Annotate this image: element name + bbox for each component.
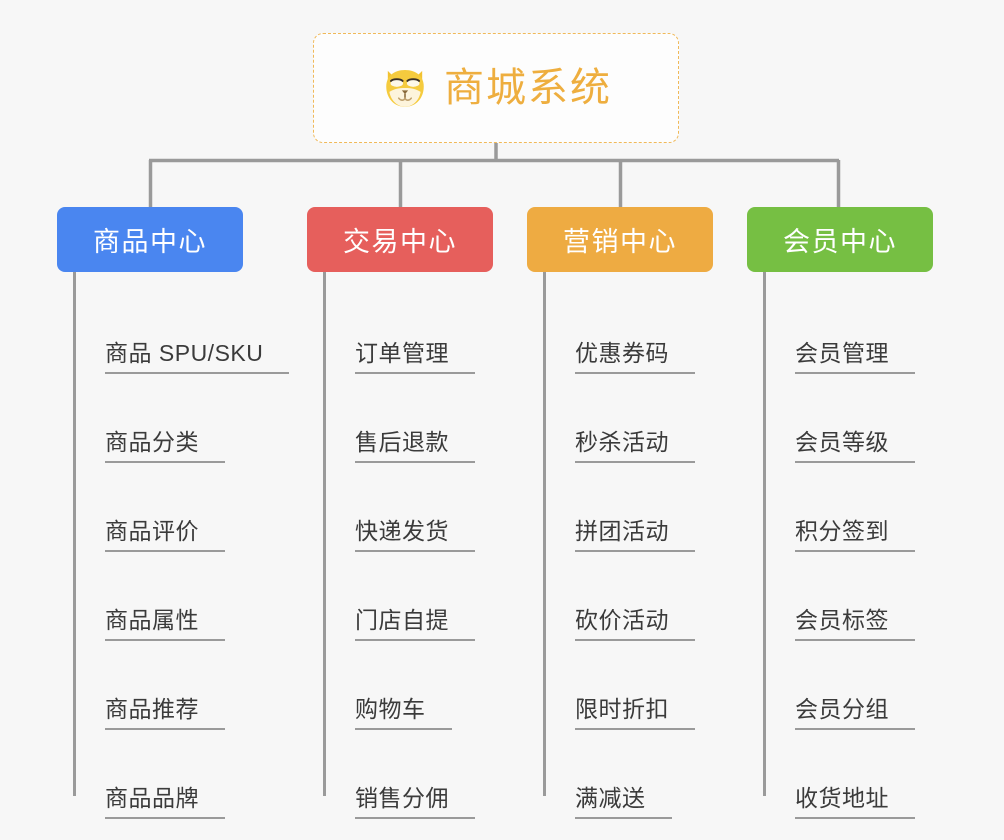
leaf-item[interactable]: 商品 SPU/SKU <box>73 285 290 374</box>
leaf-item-label: 商品推荐 <box>105 696 225 730</box>
leaf-item[interactable]: 商品属性 <box>73 552 277 641</box>
leaf-item-label: 购物车 <box>355 696 452 730</box>
category-header-label-1: 交易中心 <box>343 227 457 257</box>
leaf-item-label: 会员等级 <box>795 429 915 463</box>
leaf-item[interactable]: 商品评价 <box>73 463 277 552</box>
leaf-list-2: 优惠券码 秒杀活动 拼团活动 砍价活动 限时折扣 满减送 <box>543 285 747 819</box>
leaf-item-label: 收货地址 <box>795 785 915 819</box>
leaf-item[interactable]: 优惠券码 <box>543 285 747 374</box>
leaf-item[interactable]: 订单管理 <box>323 285 527 374</box>
root-node[interactable]: 商城系统 <box>313 33 679 143</box>
leaf-list-1: 订单管理 售后退款 快递发货 门店自提 购物车 销售分佣 <box>323 285 527 819</box>
leaf-item[interactable]: 限时折扣 <box>543 641 747 730</box>
category-header-3[interactable]: 会员中心 <box>747 207 933 272</box>
leaf-item-label: 限时折扣 <box>575 696 695 730</box>
leaf-item-label: 商品 SPU/SKU <box>105 340 290 374</box>
category-header-2[interactable]: 营销中心 <box>527 207 713 272</box>
leaf-item[interactable]: 会员等级 <box>763 374 967 463</box>
leaf-item-label: 会员标签 <box>795 607 915 641</box>
category-header-label-3: 会员中心 <box>783 227 897 257</box>
category-header-1[interactable]: 交易中心 <box>307 207 493 272</box>
category-header-label-2: 营销中心 <box>563 227 677 257</box>
leaf-item[interactable]: 商品推荐 <box>73 641 277 730</box>
leaf-item-label: 快递发货 <box>355 518 475 552</box>
leaf-item-label: 门店自提 <box>355 607 475 641</box>
leaf-item[interactable]: 会员分组 <box>763 641 967 730</box>
leaf-item[interactable]: 快递发货 <box>323 463 527 552</box>
leaf-item-label: 积分签到 <box>795 518 915 552</box>
leaf-item[interactable]: 商品品牌 <box>73 730 277 819</box>
category-column-2: 营销中心 优惠券码 秒杀活动 拼团活动 砍价活动 限时折扣 满减送 <box>527 207 747 819</box>
leaf-item-label: 商品属性 <box>105 607 225 641</box>
leaf-item-label: 商品品牌 <box>105 785 225 819</box>
shiba-dog-face-icon <box>386 70 424 107</box>
category-column-1: 交易中心 订单管理 售后退款 快递发货 门店自提 购物车 销售分佣 <box>307 207 527 819</box>
leaf-item-label: 拼团活动 <box>575 518 695 552</box>
category-column-0: 商品中心 商品 SPU/SKU 商品分类 商品评价 商品属性 商品推荐 商品品牌 <box>57 207 290 819</box>
leaf-item-label: 优惠券码 <box>575 340 695 374</box>
leaf-list-3: 会员管理 会员等级 积分签到 会员标签 会员分组 收货地址 <box>763 285 967 819</box>
leaf-item[interactable]: 砍价活动 <box>543 552 747 641</box>
leaf-item-label: 商品分类 <box>105 429 225 463</box>
leaf-item-label: 销售分佣 <box>355 785 475 819</box>
leaf-item-label: 会员管理 <box>795 340 915 374</box>
leaf-item-label: 订单管理 <box>355 340 475 374</box>
leaf-item[interactable]: 会员标签 <box>763 552 967 641</box>
leaf-item[interactable]: 拼团活动 <box>543 463 747 552</box>
leaf-item[interactable]: 积分签到 <box>763 463 967 552</box>
leaf-list-0: 商品 SPU/SKU 商品分类 商品评价 商品属性 商品推荐 商品品牌 <box>73 285 290 819</box>
leaf-item[interactable]: 秒杀活动 <box>543 374 747 463</box>
root-title: 商城系统 <box>444 66 612 110</box>
leaf-item[interactable]: 满减送 <box>543 730 747 819</box>
leaf-item-label: 满减送 <box>575 785 672 819</box>
leaf-item[interactable]: 销售分佣 <box>323 730 527 819</box>
category-header-label-0: 商品中心 <box>93 227 207 257</box>
leaf-item[interactable]: 商品分类 <box>73 374 277 463</box>
leaf-item[interactable]: 门店自提 <box>323 552 527 641</box>
leaf-item-label: 商品评价 <box>105 518 225 552</box>
leaf-item[interactable]: 会员管理 <box>763 285 967 374</box>
leaf-item[interactable]: 购物车 <box>323 641 527 730</box>
leaf-item[interactable]: 收货地址 <box>763 730 967 819</box>
category-column-3: 会员中心 会员管理 会员等级 积分签到 会员标签 会员分组 收货地址 <box>747 207 967 819</box>
leaf-item-label: 秒杀活动 <box>575 429 695 463</box>
leaf-item[interactable]: 售后退款 <box>323 374 527 463</box>
leaf-item-label: 会员分组 <box>795 696 915 730</box>
leaf-item-label: 售后退款 <box>355 429 475 463</box>
leaf-item-label: 砍价活动 <box>575 607 695 641</box>
category-header-0[interactable]: 商品中心 <box>57 207 243 272</box>
